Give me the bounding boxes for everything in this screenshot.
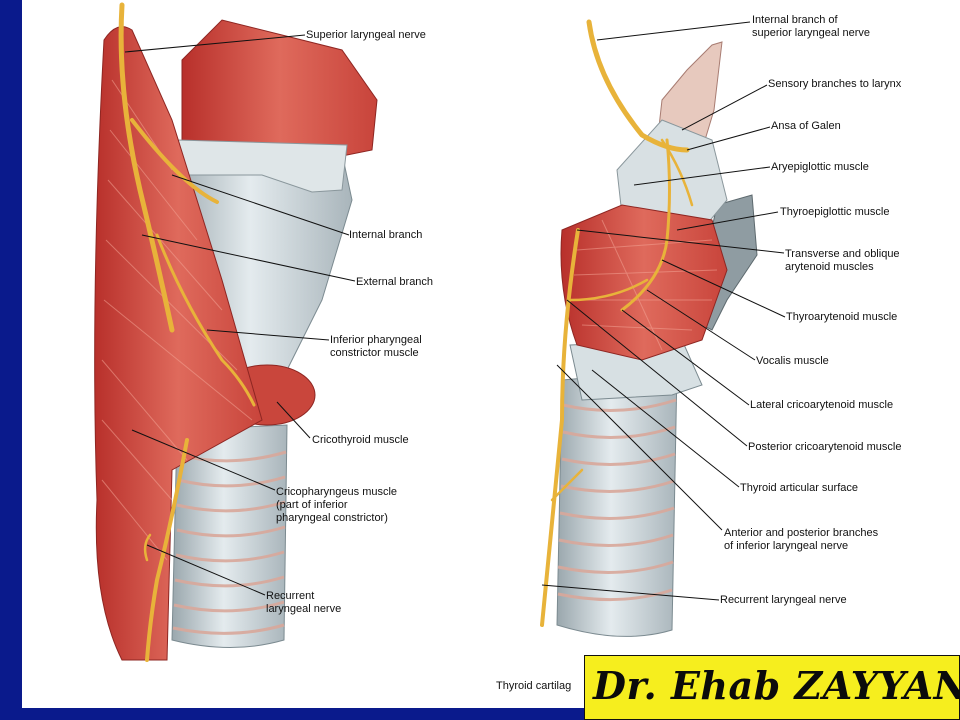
larynx-illustration	[94, 2, 786, 662]
label-superior-laryngeal-nerve: Superior laryngeal nerve	[306, 29, 426, 41]
label-internal-branch-superior: Internal branch of superior laryngeal ne…	[752, 14, 871, 39]
slide-canvas: Superior laryngeal nerve Internal branch…	[22, 0, 960, 708]
label-sensory-branches: Sensory branches to larynx	[768, 78, 902, 90]
label-thyroid-articular-surface: Thyroid articular surface	[740, 482, 858, 494]
label-vocalis-muscle: Vocalis muscle	[756, 355, 829, 367]
author-name: Dr. Ehab ZAYYAN	[593, 663, 960, 708]
label-thyroarytenoid-muscle: Thyroarytenoid muscle	[786, 311, 898, 323]
left-figure	[94, 2, 378, 662]
right-leader-lines	[541, 21, 786, 601]
label-cricopharyngeus-muscle: Cricopharyngeus muscle (part of inferior…	[276, 486, 398, 524]
left-leader-lines	[124, 34, 356, 596]
label-posterior-cricoarytenoid: Posterior cricoarytenoid muscle	[748, 441, 902, 453]
right-figure	[540, 19, 786, 637]
label-thyroepiglottic-muscle: Thyroepiglottic muscle	[780, 206, 890, 218]
label-inferior-pharyngeal-constrictor: Inferior pharyngeal constrictor muscle	[330, 334, 422, 359]
label-transverse-oblique-arytenoid: Transverse and oblique arytenoid muscles	[785, 248, 900, 273]
label-aryepiglottic-muscle: Aryepiglottic muscle	[771, 161, 869, 173]
label-ansa-of-galen: Ansa of Galen	[771, 120, 841, 132]
right-trachea	[556, 369, 678, 637]
left-nerves	[118, 2, 256, 662]
label-internal-branch: Internal branch	[349, 229, 423, 241]
label-recurrent-laryngeal-nerve-left: Recurrent laryngeal nerve	[266, 590, 342, 615]
label-recurrent-laryngeal-nerve-right: Recurrent laryngeal nerve	[720, 594, 847, 606]
author-banner: Dr. Ehab ZAYYAN	[584, 655, 960, 720]
label-external-branch: External branch	[356, 276, 434, 288]
label-anterior-posterior-branches: Anterior and posterior branches of infer…	[724, 527, 879, 552]
label-thyroid-cartilage: Thyroid cartilag	[496, 680, 572, 692]
label-cricothyroid-muscle: Cricothyroid muscle	[312, 434, 409, 446]
label-lateral-cricoarytenoid: Lateral cricoarytenoid muscle	[750, 399, 894, 411]
